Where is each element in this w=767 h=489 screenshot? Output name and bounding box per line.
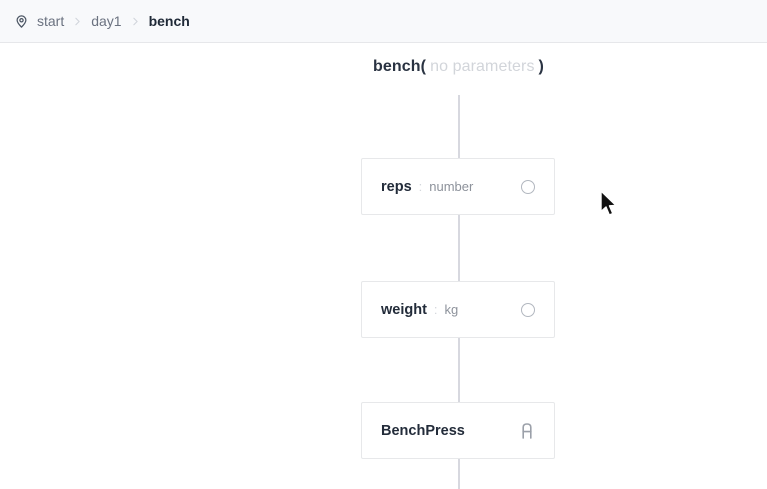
node-benchpress[interactable]: BenchPress <box>361 402 555 459</box>
node-weight[interactable]: weight : kg <box>361 281 555 338</box>
mouse-cursor <box>599 190 619 224</box>
node-type: kg <box>444 301 459 317</box>
no-parameters-placeholder: no parameters <box>430 58 535 75</box>
node-text: BenchPress <box>381 423 465 439</box>
flow-canvas: bench(no parameters) reps : number weigh… <box>0 44 767 489</box>
breadcrumb-item-start[interactable]: start <box>37 13 65 29</box>
type-separator: : <box>433 301 438 317</box>
node-reps[interactable]: reps : number <box>361 158 555 215</box>
letter-a-icon <box>519 421 535 440</box>
breadcrumb-bar: start day1 bench <box>0 0 767 43</box>
open-paren: ( <box>420 58 427 75</box>
node-label: weight <box>381 301 427 318</box>
close-paren: ) <box>538 58 544 75</box>
function-signature: bench(no parameters) <box>0 58 767 76</box>
breadcrumb-item-day1[interactable]: day1 <box>91 13 122 29</box>
chevron-right-icon <box>129 15 142 28</box>
breadcrumb: start day1 bench <box>37 13 190 29</box>
node-type: number <box>429 178 474 194</box>
node-label: reps <box>381 178 412 195</box>
node-text: weight : kg <box>381 302 458 318</box>
breadcrumb-item-bench[interactable]: bench <box>148 13 190 29</box>
chevron-right-icon <box>71 15 84 28</box>
node-text: reps : number <box>381 179 473 195</box>
radio-circle-icon[interactable] <box>521 179 535 194</box>
type-separator: : <box>418 178 423 194</box>
function-name: bench <box>373 58 421 75</box>
radio-circle-icon[interactable] <box>521 302 535 317</box>
node-label: BenchPress <box>381 422 465 439</box>
location-pin-icon <box>14 14 29 29</box>
